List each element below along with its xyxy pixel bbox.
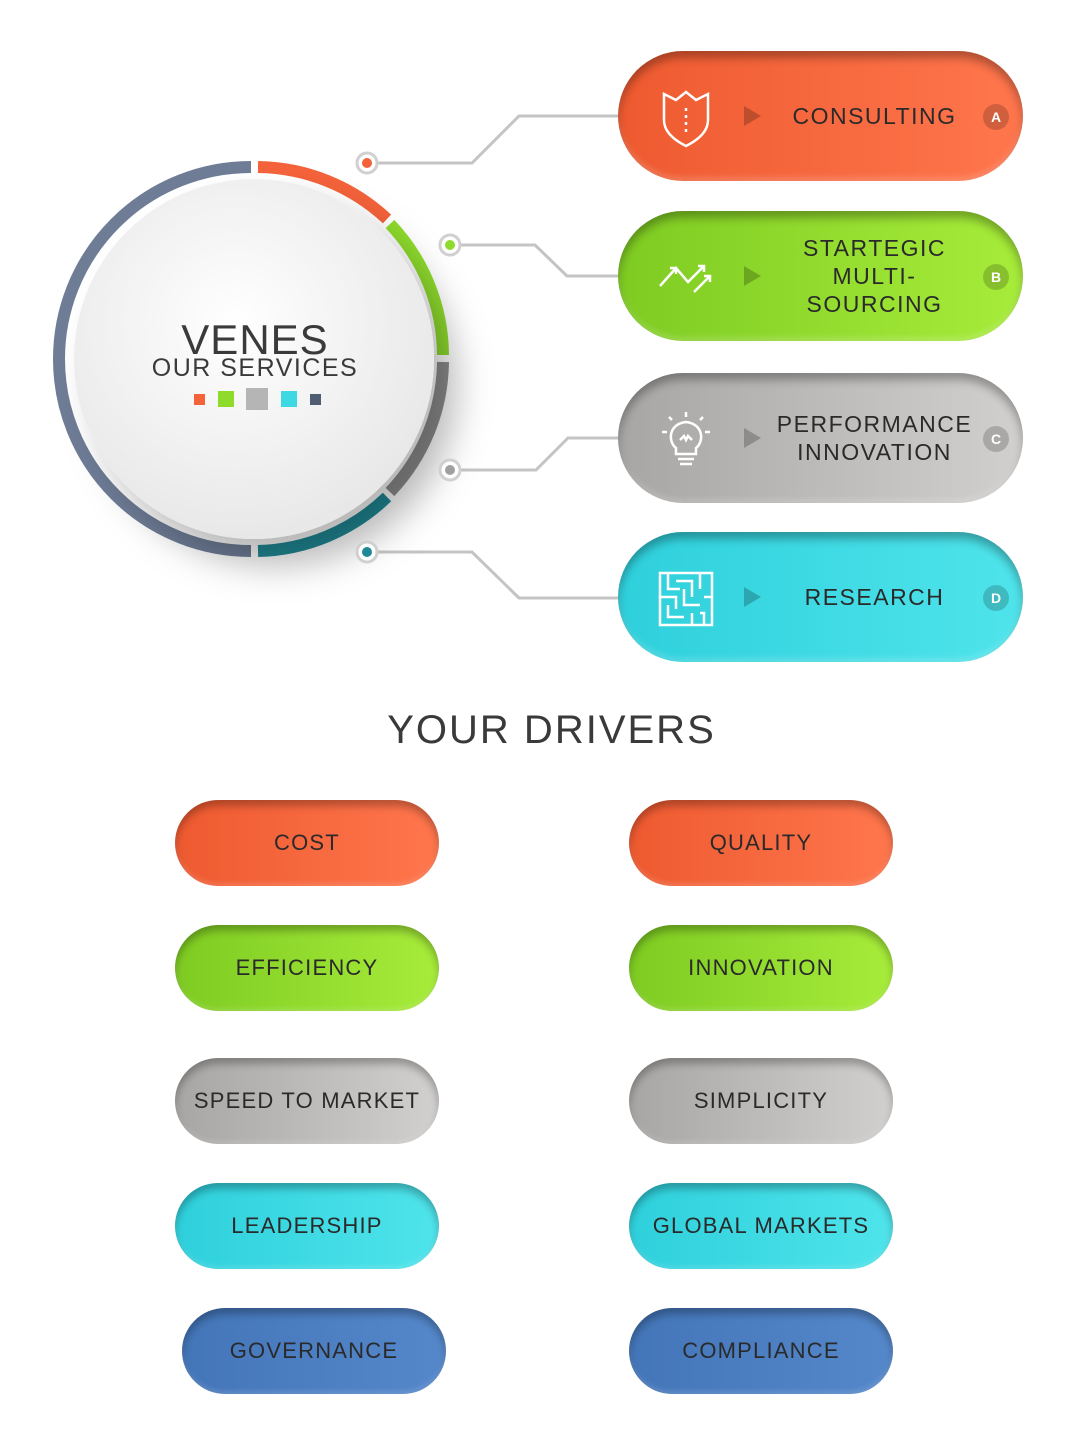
connector-dots [355,151,462,564]
lightbulb-icon [662,412,710,466]
pointer-arrow-icon [744,587,761,607]
swatch-cyan [281,391,297,407]
driver-innovation[interactable]: INNOVATION [629,925,893,1011]
service-badge: D [983,585,1009,611]
swatch-slate [310,394,321,405]
service-consulting[interactable]: CONSULTING A [618,51,1023,181]
service-badge: C [983,426,1009,452]
pointer-arrow-icon [744,106,761,126]
ring-segments [53,161,449,557]
service-label: PERFORMANCE INNOVATION [776,411,973,465]
service-badge: B [983,264,1009,290]
driver-cost[interactable]: COST [175,800,439,886]
center-title: VENES [181,316,329,363]
service-label: STARTEGIC MULTI-SOURCING [803,235,946,317]
shield-icon [662,90,710,148]
ring-segment-slate [53,161,252,557]
drivers-title: YOUR DRIVERS [387,708,716,752]
ring-segment-green [385,219,449,356]
swatch-orange [194,394,205,405]
service-badge: A [983,104,1009,130]
maze-icon [658,571,714,627]
color-swatches [194,388,321,410]
driver-speed-to-market[interactable]: SPEED TO MARKET [175,1058,439,1144]
driver-governance[interactable]: GOVERNANCE [182,1308,446,1394]
connector-performance [460,436,620,472]
center-disc [74,179,434,539]
connector-sourcing [460,243,620,278]
connector-consulting [378,114,620,165]
pointer-arrow-icon [744,428,761,448]
connector-lines [378,114,620,600]
driver-quality[interactable]: QUALITY [629,800,893,886]
ring-segment-gray [385,361,449,497]
trend-arrows-icon [659,264,712,293]
service-research[interactable]: RESEARCH D [618,532,1023,662]
center-subtitle: OUR SERVICES [151,354,359,382]
swatch-gray [246,388,268,410]
service-performance-innovation[interactable]: PERFORMANCE INNOVATION C [618,373,1023,503]
ring-segment-orange [257,161,392,224]
service-label: CONSULTING [792,103,957,129]
service-label: RESEARCH [804,584,945,610]
driver-efficiency[interactable]: EFFICIENCY [175,925,439,1011]
ring-segment-teal [257,492,392,557]
connector-research [378,550,620,600]
driver-leadership[interactable]: LEADERSHIP [175,1183,439,1269]
services-diagram [53,114,620,600]
service-strategic-sourcing[interactable]: STARTEGIC MULTI-SOURCING B [618,211,1023,341]
driver-global-markets[interactable]: GLOBAL MARKETS [629,1183,893,1269]
pointer-arrow-icon [744,266,761,286]
driver-compliance[interactable]: COMPLIANCE [629,1308,893,1394]
driver-simplicity[interactable]: SIMPLICITY [629,1058,893,1144]
swatch-green [218,391,234,407]
